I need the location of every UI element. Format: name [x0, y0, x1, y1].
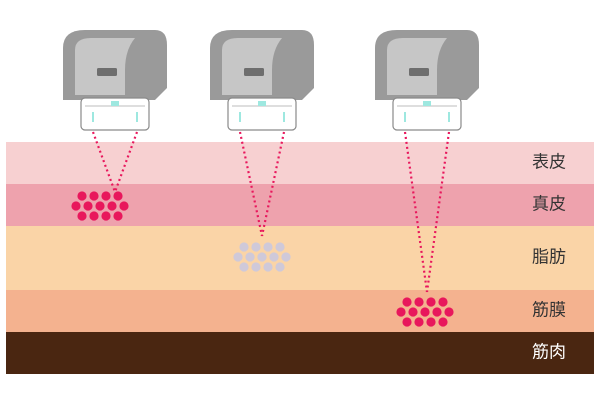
device-indicator: [423, 101, 431, 106]
beam-left: [238, 131, 264, 237]
beam-right: [425, 131, 451, 293]
focal-dot: [251, 242, 261, 252]
device-slot: [97, 68, 117, 76]
focal-dot: [107, 201, 117, 211]
focal-dot: [239, 262, 249, 272]
focal-dot: [432, 307, 442, 317]
focal-dot: [251, 262, 261, 272]
focal-dot: [95, 201, 105, 211]
device-highlight: [222, 38, 282, 95]
focal-dot: [275, 262, 285, 272]
device-highlight: [75, 38, 135, 95]
focal-dot: [408, 307, 418, 317]
device-slot: [409, 68, 429, 76]
focal-dot: [89, 211, 99, 221]
layer-label-fascia: 筋膜: [532, 300, 566, 321]
focal-dot: [438, 317, 448, 327]
focal-dot: [281, 252, 291, 262]
layer-epidermis: 表皮: [6, 142, 594, 184]
beam-left: [403, 131, 429, 293]
focal-dot: [438, 297, 448, 307]
focal-dot: [113, 191, 123, 201]
layer-label-dermis: 真皮: [532, 194, 566, 215]
device-highlight: [387, 38, 447, 95]
focal-dot: [101, 191, 111, 201]
focal-dot: [119, 201, 129, 211]
beam-left: [91, 131, 117, 193]
layer-label-fat: 脂肪: [532, 247, 566, 268]
device-indicator: [111, 101, 119, 106]
hifu-device-1: [63, 30, 167, 131]
focal-dot: [402, 317, 412, 327]
focal-dot: [71, 201, 81, 211]
layer-muscle: 筋肉: [6, 332, 594, 374]
focal-dot: [414, 317, 424, 327]
device-indicator: [258, 101, 266, 106]
device-slot: [244, 68, 264, 76]
focal-dot: [245, 252, 255, 262]
focal-dot: [83, 201, 93, 211]
focal-dot: [101, 211, 111, 221]
focal-dot: [257, 252, 267, 262]
focal-dot: [263, 242, 273, 252]
focal-dot: [426, 317, 436, 327]
layer-label-muscle: 筋肉: [532, 342, 566, 363]
layer-label-epidermis: 表皮: [532, 152, 566, 173]
layer-fascia: 筋膜: [6, 290, 594, 332]
hifu-device-2: [210, 30, 314, 131]
layer-fat: 脂肪: [6, 226, 594, 290]
focal-dot: [420, 307, 430, 317]
focal-dot: [233, 252, 243, 262]
beam-right: [260, 131, 286, 237]
focal-dot: [77, 211, 87, 221]
focal-dot: [396, 307, 406, 317]
focal-dot: [414, 297, 424, 307]
focal-dot: [77, 191, 87, 201]
hifu-device-3: [375, 30, 479, 131]
beam-right: [113, 131, 139, 193]
focal-dot: [269, 252, 279, 262]
focal-dot: [426, 297, 436, 307]
focal-dot: [444, 307, 454, 317]
focal-dot: [402, 297, 412, 307]
focal-dot: [239, 242, 249, 252]
focal-dot: [113, 211, 123, 221]
focal-dot: [263, 262, 273, 272]
focal-dot: [275, 242, 285, 252]
focal-dot: [89, 191, 99, 201]
